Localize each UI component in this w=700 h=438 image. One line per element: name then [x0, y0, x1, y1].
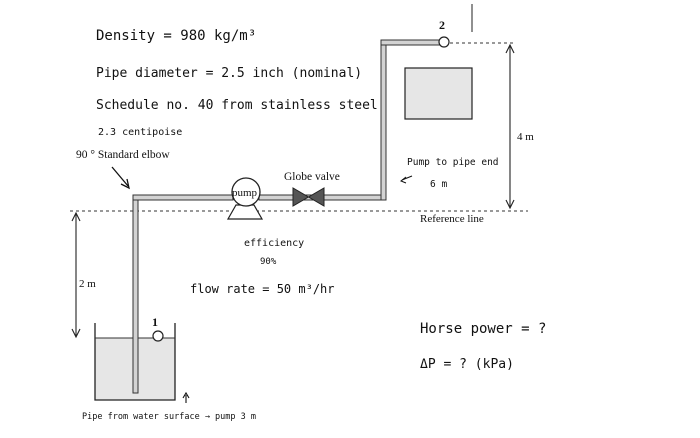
pump-icon: [231, 177, 261, 207]
point-2-marker: [438, 36, 450, 48]
dim-4m-arrow-top: [505, 43, 515, 54]
viscosity-note: 2.3 centipoise: [98, 127, 182, 138]
suction-pipe: [132, 195, 139, 394]
upper-tank: [404, 67, 473, 120]
dim-4m-label: 4 m: [517, 131, 534, 143]
dim-4m-arrow-bottom: [505, 199, 515, 210]
point-2-label: 2: [439, 18, 445, 32]
flow-rate-note: flow rate = 50 m³/hr: [190, 282, 335, 296]
pump-base: [226, 204, 264, 220]
point-1-marker: [152, 330, 164, 342]
pump-label: pump: [232, 187, 258, 199]
elbow-arrowhead: [120, 178, 130, 190]
lower-tank: [94, 323, 176, 401]
point-1-label: 1: [152, 315, 158, 329]
globe-valve-label: Globe valve: [284, 171, 340, 183]
efficiency-label: efficiency: [244, 238, 304, 249]
elbow-label: 90 ° Standard elbow: [76, 149, 170, 161]
horse-power-note: Horse power = ?: [420, 321, 546, 337]
reference-line-label: Reference line: [420, 213, 484, 225]
dim-2m-arrow-top: [71, 211, 81, 222]
dim-2m-arrow-bottom: [71, 328, 81, 339]
pump-to-pipe-end-value: 6 m: [430, 179, 447, 190]
pump-to-pipe-end-note: Pump to pipe end: [407, 157, 499, 168]
schedule-note: Schedule no. 40 from stainless steel: [96, 98, 378, 113]
globe-valve-icon: [292, 187, 325, 207]
pipe-from-surface-note: Pipe from water surface → pump 3 m: [82, 412, 256, 422]
pipe-diameter-note: Pipe diameter = 2.5 inch (nominal): [96, 66, 362, 81]
top-pipe: [380, 39, 442, 46]
density-note: Density = 980 kg/m³: [96, 28, 256, 44]
delta-p-note: ΔP = ? (kPa): [420, 357, 514, 372]
horizontal-pipe-suction: [132, 194, 234, 201]
riser-pipe: [380, 39, 387, 201]
bottom-note-arrowhead: [182, 391, 190, 399]
efficiency-value: 90%: [260, 257, 277, 267]
elbow-arrow: [111, 166, 129, 187]
pump-to-pipe-end-arrowhead: [400, 176, 407, 184]
dim-2m-label: 2 m: [79, 278, 96, 290]
